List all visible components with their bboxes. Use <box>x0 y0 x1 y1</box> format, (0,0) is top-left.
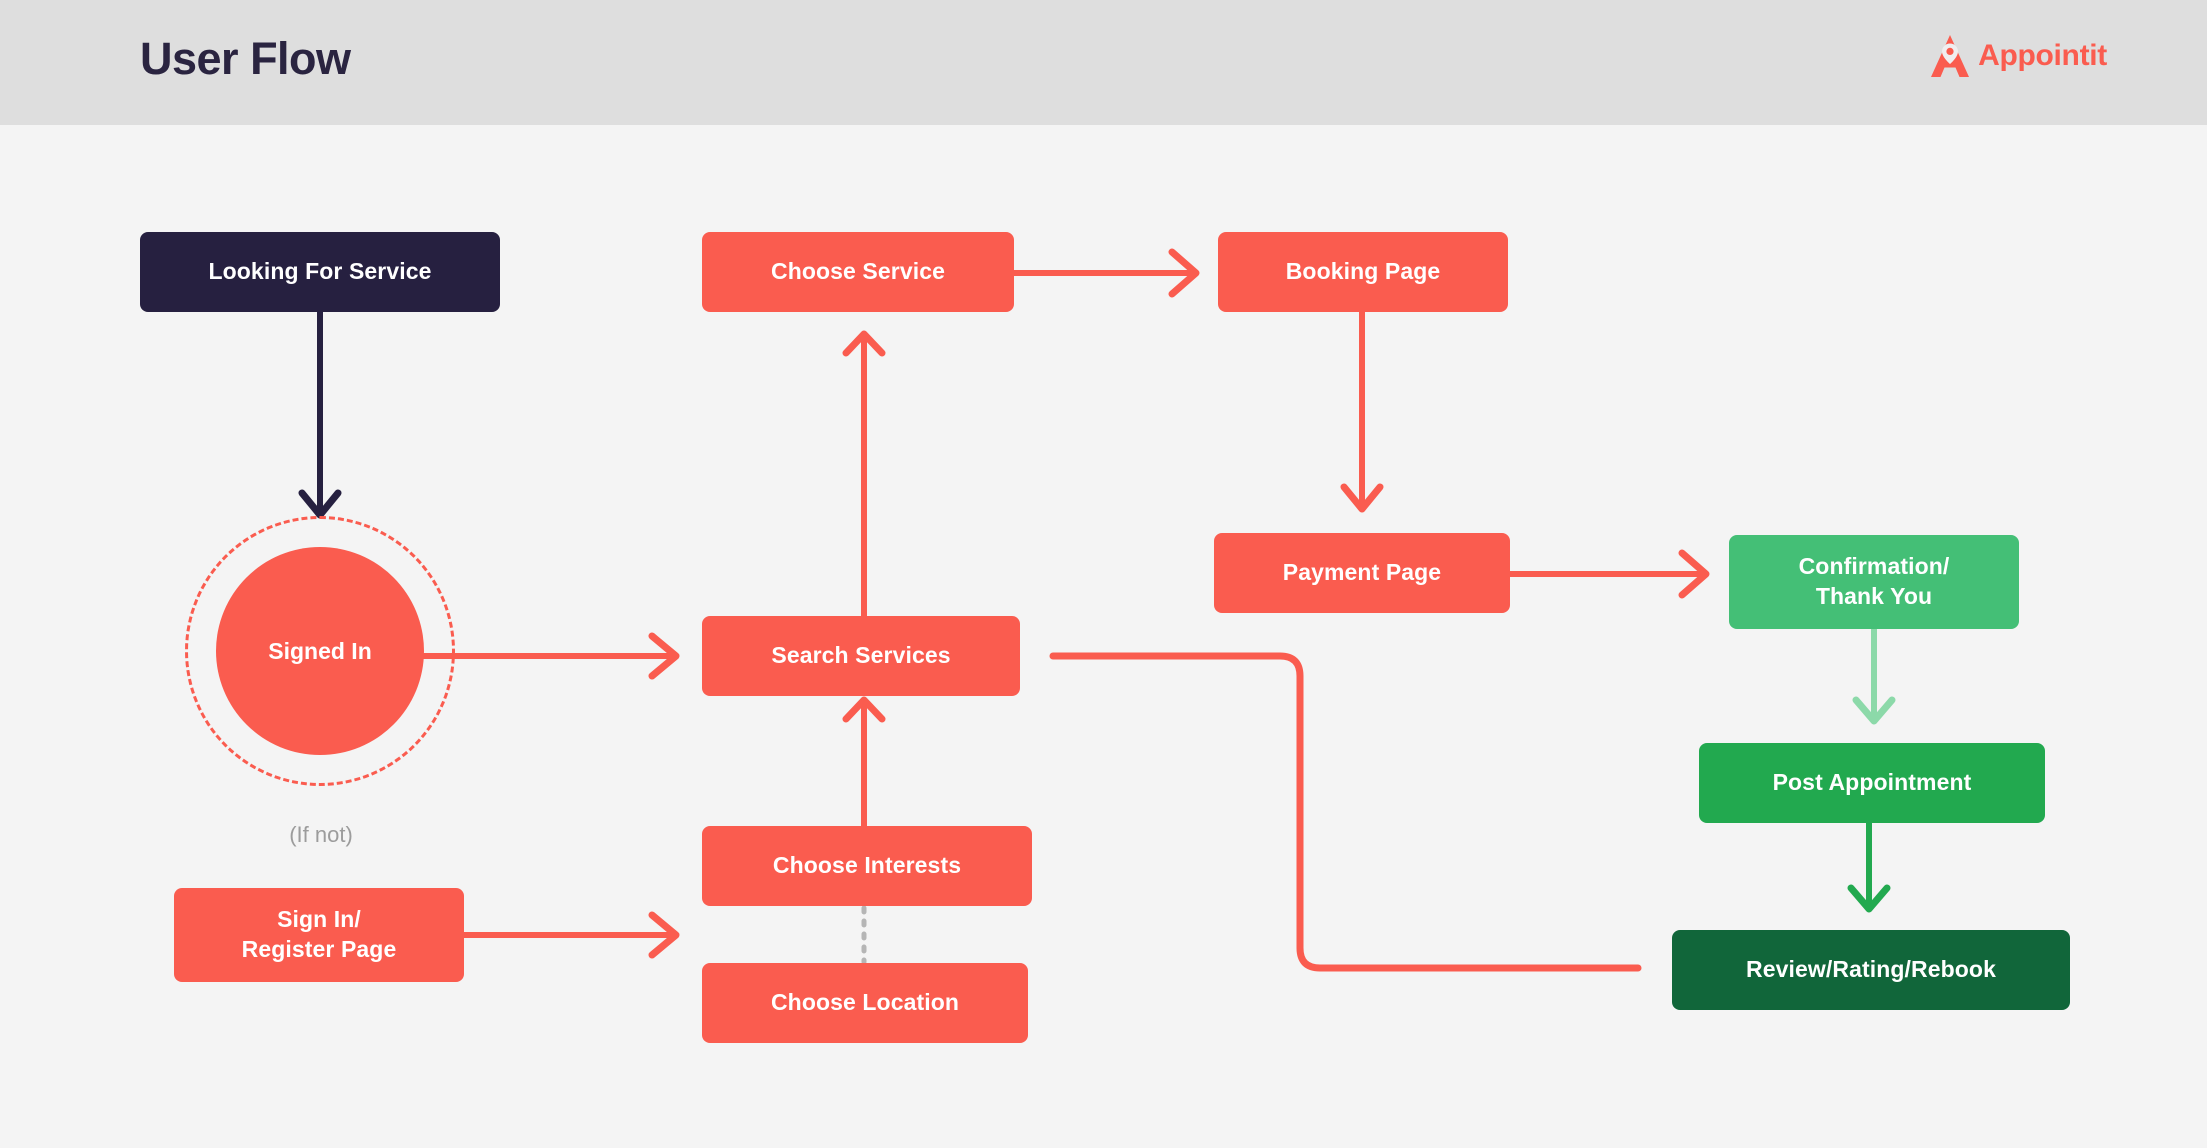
edge-sign-in-register-to-search-services <box>464 911 680 959</box>
page-title: User Flow <box>140 33 351 84</box>
edge-search-services-to-review-elbow <box>1049 652 1642 972</box>
appointit-logo-a-pin-icon <box>1931 35 1970 77</box>
edge-post-appointment-to-review <box>1847 823 1891 913</box>
node-label: Search Services <box>771 642 951 669</box>
edge-payment-page-to-confirmation <box>1510 549 1710 599</box>
node-label: Choose Interests <box>772 852 962 879</box>
node-label: Choose Service <box>771 258 945 285</box>
node-sign-in-register-page[interactable]: Sign In/ Register Page <box>174 888 464 982</box>
node-search-services[interactable]: Search Services <box>702 616 1020 696</box>
node-choose-interests[interactable]: Choose Interests <box>702 826 1032 906</box>
edge-signed-in-to-search-services <box>420 632 680 680</box>
edge-choose-service-to-booking-page <box>1014 248 1200 298</box>
node-label: Sign In/ Register Page <box>241 906 397 962</box>
node-label: Post Appointment <box>1772 769 1972 796</box>
edge-confirmation-to-post-appointment <box>1852 629 1896 725</box>
node-payment-page[interactable]: Payment Page <box>1214 533 1510 613</box>
node-label: Payment Page <box>1282 559 1442 586</box>
signed-in-dashed-ring <box>185 516 455 786</box>
node-signed-in[interactable]: Signed In <box>216 547 424 755</box>
edge-choose-interests-to-search-services <box>842 696 886 826</box>
edge-booking-page-to-payment-page <box>1340 312 1384 513</box>
node-label: Confirmation/ Thank You <box>1798 553 1950 609</box>
node-review-rating-rebook[interactable]: Review/Rating/Rebook <box>1672 930 2070 1010</box>
if-not-note-label: (If not) <box>289 822 353 847</box>
brand-logo: Appointit <box>1930 34 2107 78</box>
node-looking-for-service[interactable]: Looking For Service <box>140 232 500 312</box>
node-label: Booking Page <box>1285 258 1441 285</box>
page-header: User Flow Appointit <box>0 0 2207 125</box>
node-choose-service[interactable]: Choose Service <box>702 232 1014 312</box>
edge-search-services-to-choose-service <box>842 330 886 616</box>
node-label: Review/Rating/Rebook <box>1746 956 1996 983</box>
node-label: Looking For Service <box>208 258 432 285</box>
brand-name: Appointit <box>1978 39 2107 72</box>
node-label: Signed In <box>268 637 372 664</box>
edge-looking-for-service-to-signed-in <box>298 312 342 519</box>
node-booking-page[interactable]: Booking Page <box>1218 232 1508 312</box>
node-confirmation-thank-you[interactable]: Confirmation/ Thank You <box>1729 535 2019 629</box>
node-choose-location[interactable]: Choose Location <box>702 963 1028 1043</box>
node-label: Choose Location <box>770 989 960 1016</box>
node-post-appointment[interactable]: Post Appointment <box>1699 743 2045 823</box>
